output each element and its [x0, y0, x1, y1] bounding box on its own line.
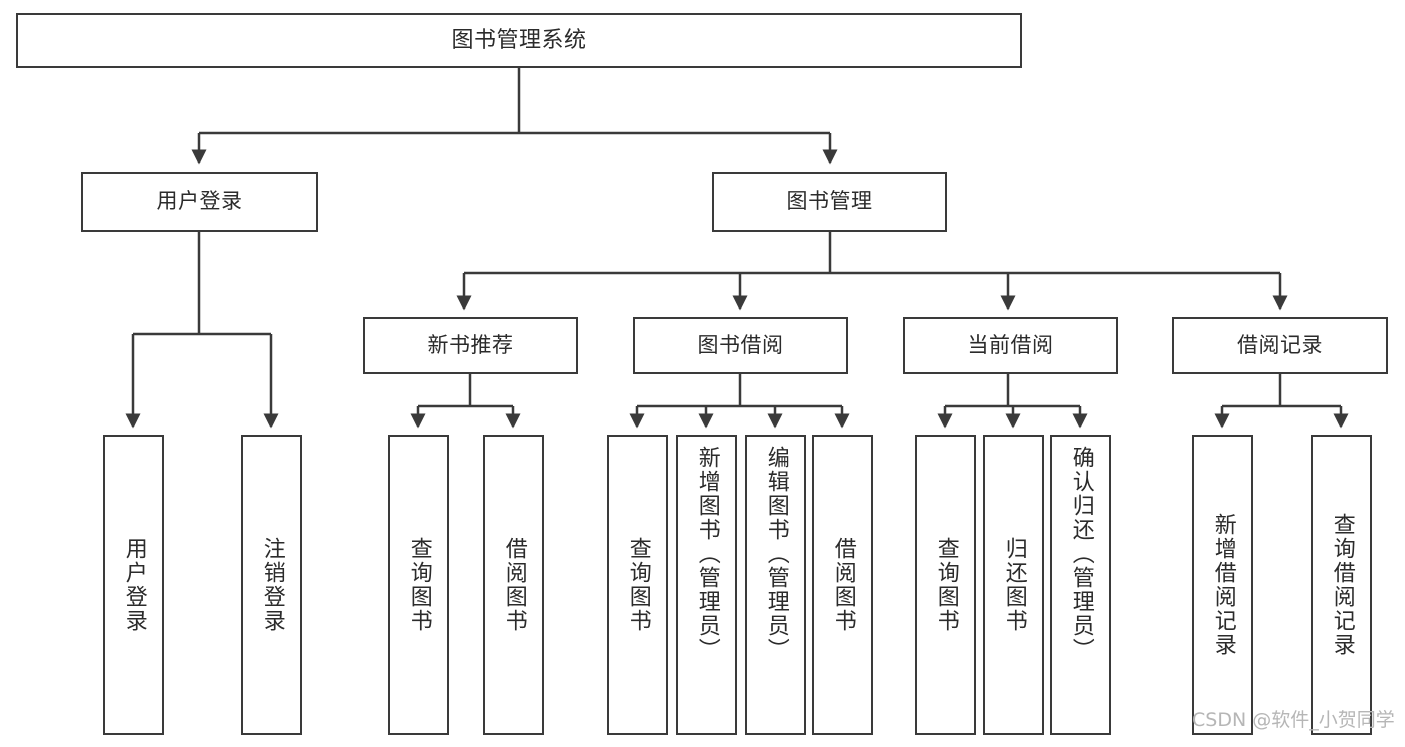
- node-root-label: 图书管理系统: [451, 27, 587, 53]
- leaf-leaf-edit-book-label: 编辑图书（管理员）: [763, 446, 789, 662]
- leaf-leaf-borrow-book-1-label: 借阅图书: [501, 537, 527, 633]
- leaf-leaf-query-record[interactable]: 查询借阅记录: [1311, 435, 1372, 735]
- leaf-leaf-user-login-label: 用户登录: [121, 537, 147, 633]
- leaf-leaf-confirm-return[interactable]: 确认归还（管理员）: [1050, 435, 1111, 735]
- leaf-leaf-query-book-3[interactable]: 查询图书: [915, 435, 976, 735]
- leaf-leaf-borrow-book-2-label: 借阅图书: [830, 537, 856, 633]
- leaf-leaf-add-book[interactable]: 新增图书（管理员）: [676, 435, 737, 735]
- leaf-leaf-user-login[interactable]: 用户登录: [103, 435, 164, 735]
- node-book-manage-label: 图书管理: [786, 189, 873, 214]
- leaf-leaf-borrow-book-1[interactable]: 借阅图书: [483, 435, 544, 735]
- leaf-leaf-edit-book[interactable]: 编辑图书（管理员）: [745, 435, 806, 735]
- leaf-leaf-user-logout-label: 注销登录: [259, 537, 285, 633]
- node-new-book-recommend-label: 新书推荐: [427, 332, 514, 357]
- node-current-borrow-label: 当前借阅: [967, 332, 1054, 357]
- leaf-leaf-confirm-return-label: 确认归还（管理员）: [1068, 446, 1094, 662]
- leaf-leaf-return-book[interactable]: 归还图书: [983, 435, 1044, 735]
- leaf-leaf-return-book-label: 归还图书: [1001, 537, 1027, 633]
- leaf-leaf-add-record-label: 新增借阅记录: [1210, 513, 1236, 657]
- leaf-leaf-query-book-1-label: 查询图书: [406, 537, 432, 633]
- node-book-manage[interactable]: 图书管理: [712, 172, 947, 232]
- watermark: CSDN @软件_小贺同学: [1192, 709, 1395, 731]
- node-book-borrow-label: 图书借阅: [697, 332, 784, 357]
- node-borrow-record[interactable]: 借阅记录: [1172, 317, 1388, 374]
- leaf-leaf-add-record[interactable]: 新增借阅记录: [1192, 435, 1253, 735]
- node-user-login[interactable]: 用户登录: [81, 172, 318, 232]
- node-user-login-label: 用户登录: [156, 189, 243, 214]
- leaf-leaf-query-book-3-label: 查询图书: [933, 537, 959, 633]
- leaf-leaf-query-book-2-label: 查询图书: [625, 537, 651, 633]
- node-borrow-record-label: 借阅记录: [1237, 332, 1323, 357]
- node-current-borrow[interactable]: 当前借阅: [903, 317, 1118, 374]
- leaf-leaf-query-book-1[interactable]: 查询图书: [388, 435, 449, 735]
- leaf-leaf-borrow-book-2[interactable]: 借阅图书: [812, 435, 873, 735]
- node-new-book-recommend[interactable]: 新书推荐: [363, 317, 578, 374]
- leaf-leaf-query-record-label: 查询借阅记录: [1329, 513, 1355, 657]
- leaf-leaf-query-book-2[interactable]: 查询图书: [607, 435, 668, 735]
- node-root[interactable]: 图书管理系统: [16, 13, 1022, 68]
- node-book-borrow[interactable]: 图书借阅: [633, 317, 848, 374]
- leaf-leaf-user-logout[interactable]: 注销登录: [241, 435, 302, 735]
- leaf-leaf-add-book-label: 新增图书（管理员）: [694, 446, 720, 662]
